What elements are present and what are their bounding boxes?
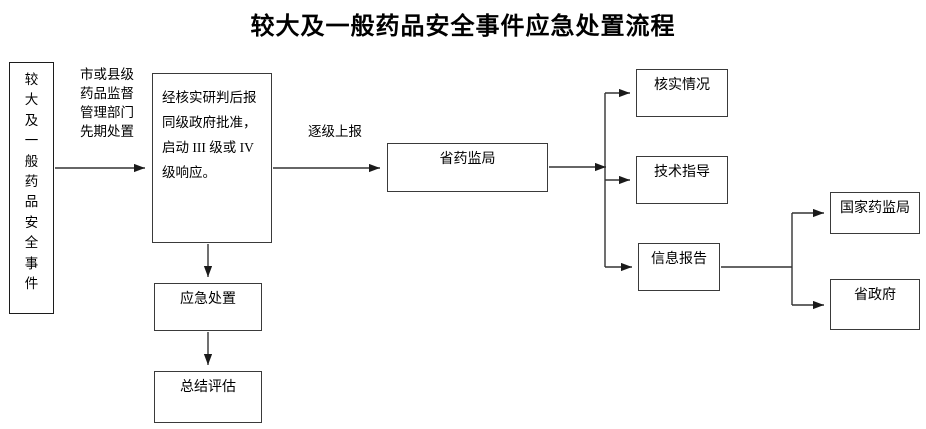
incident-char: 大: [24, 92, 39, 108]
incident-char: 较: [24, 72, 39, 87]
incident-char: 件: [24, 276, 39, 292]
node-information-report: 信息报告: [638, 243, 720, 291]
node-technical-guidance-label: 技术指导: [654, 165, 710, 180]
incident-char: 及: [24, 112, 39, 128]
node-provincial-government: 省政府: [830, 279, 920, 330]
node-incident: 较 大 及 一 般 药 品 安 全 事 件: [9, 62, 54, 314]
node-information-report-label: 信息报告: [651, 252, 707, 267]
incident-char: 全: [24, 235, 39, 251]
node-approval: 经核实研判后报同级政府批准，启动 III 级或 IV 级响应。: [152, 73, 272, 243]
node-technical-guidance: 技术指导: [636, 156, 728, 204]
incident-char: 药: [24, 174, 39, 190]
edge-label-step-report: 逐级上报: [308, 124, 362, 139]
incident-char: 一: [24, 133, 39, 149]
node-emergency-disposal-label: 应急处置: [180, 292, 236, 307]
node-emergency-disposal: 应急处置: [154, 283, 262, 331]
node-summary-evaluation-label: 总结评估: [180, 380, 236, 395]
node-provincial-government-label: 省政府: [854, 288, 896, 303]
node-approval-label: 经核实研判后报同级政府批准，启动 III 级或 IV 级响应。: [162, 90, 257, 180]
node-summary-evaluation: 总结评估: [154, 371, 262, 423]
edge-label-pre-disposal: 市或县级 药品监督 管理部门 先期处置: [80, 67, 134, 139]
page-title: 较大及一般药品安全事件应急处置流程: [250, 14, 676, 40]
node-verify-situation-label: 核实情况: [654, 78, 710, 93]
incident-char: 事: [24, 255, 39, 271]
node-incident-label: 较 大 及 一 般 药 品 安 全 事 件: [10, 63, 53, 294]
node-national-mpa-label: 国家药监局: [840, 201, 910, 216]
incident-char: 品: [24, 194, 39, 210]
incident-char: 般: [24, 153, 39, 169]
incident-char: 安: [24, 214, 39, 230]
node-verify-situation: 核实情况: [636, 69, 728, 117]
node-provincial-mpa-label: 省药监局: [439, 152, 496, 167]
node-provincial-mpa: 省药监局: [387, 143, 548, 192]
node-national-mpa: 国家药监局: [830, 192, 920, 234]
